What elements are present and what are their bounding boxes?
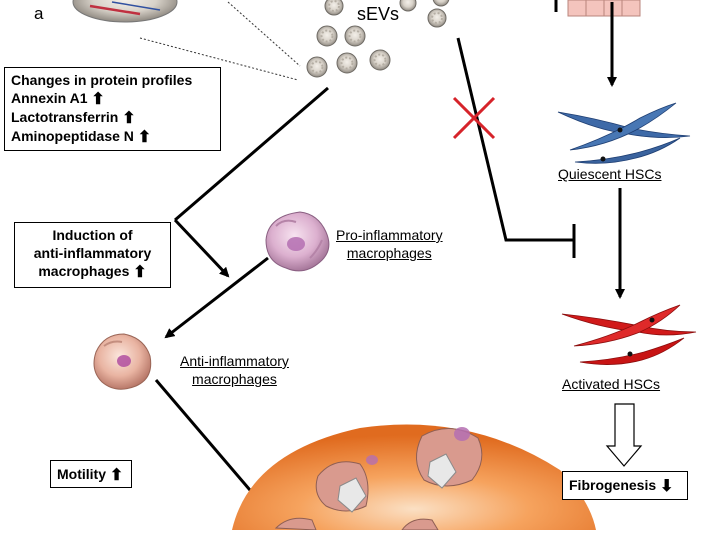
liver-tissue-icon [232, 424, 596, 531]
pro-inflammatory-line-1: Pro-inflammatory [336, 227, 443, 243]
up-arrow-icon: ⬆ [122, 110, 136, 127]
induction-line-3: macrophages [38, 263, 130, 279]
hollow-arrow-to-fibrogenesis [605, 403, 643, 467]
quiescent-hscs-label: Quiescent HSCs [558, 166, 662, 182]
vesicle-cluster-icon [306, 0, 450, 78]
anti-inflammatory-line-1: Anti-inflammatory [180, 353, 289, 369]
induction-line-3-row: macrophages ⬆ [21, 262, 164, 281]
protein-name: Aminopeptidase N [11, 128, 134, 144]
protein-item-annexin: Annexin A1 ⬆ [11, 89, 214, 108]
hepatocyte-cluster-icon [567, 0, 641, 17]
induction-line-2: anti-inflammatory [33, 245, 152, 261]
arrow-induction-to-pro [173, 218, 230, 278]
protein-item-lactotransferrin: Lactotransferrin ⬆ [11, 108, 214, 127]
arrow-pro-to-anti [164, 256, 269, 339]
zoom-guide-lines [139, 1, 301, 81]
anti-inflammatory-line-2: macrophages [192, 371, 277, 387]
protein-item-aminopeptidase: Aminopeptidase N ⬆ [11, 127, 214, 146]
protein-name: Annexin A1 [11, 90, 88, 106]
up-arrow-icon: ⬆ [137, 129, 152, 146]
sevs-label: sEVs [357, 4, 400, 24]
fibrogenesis-box: Fibrogenesis ⬇ [562, 471, 688, 500]
arrow-sevs-to-induction [174, 86, 329, 222]
protein-profile-title: Changes in protein profiles [11, 72, 193, 88]
anti-inflammatory-macrophage-icon [93, 333, 152, 390]
motility-box: Motility ⬆ [50, 460, 132, 488]
pro-inflammatory-label: Pro-inflammatory macrophages [336, 226, 443, 262]
up-arrow-icon: ⬆ [109, 467, 124, 484]
arrow-anti-to-liver [154, 379, 269, 512]
activated-hscs-label: Activated HSCs [562, 376, 661, 392]
induction-box: Induction of anti-inflammatory macrophag… [14, 222, 171, 288]
activated-hsc-icon [561, 304, 697, 365]
induction-line-1: Induction of [52, 227, 133, 243]
large-vesicle-icon [72, 0, 178, 23]
motility-label: Motility [57, 466, 106, 482]
fibrogenesis-label: Fibrogenesis [569, 477, 657, 493]
blocked-cross-icon [452, 96, 496, 140]
anti-inflammatory-label: Anti-inflammatory macrophages [180, 352, 289, 388]
up-arrow-icon: ⬆ [91, 91, 105, 108]
protein-profile-box: Changes in protein profiles Annexin A1 ⬆… [4, 67, 221, 151]
down-arrow-icon: ⬇ [660, 478, 674, 495]
inhibition-line-sevs-to-activation [456, 37, 576, 258]
up-arrow-icon: ⬆ [133, 264, 147, 281]
quiescent-hsc-icon [557, 102, 691, 164]
pro-inflammatory-line-2: macrophages [346, 245, 432, 261]
protein-name: Lactotransferrin [11, 109, 119, 125]
panel-label: a [34, 4, 44, 23]
pro-inflammatory-macrophage-icon [265, 211, 330, 272]
